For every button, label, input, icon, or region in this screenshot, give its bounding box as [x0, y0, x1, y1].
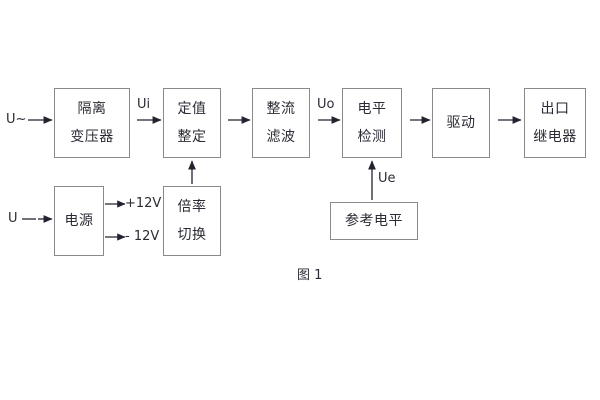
- block-line: 切换: [177, 227, 207, 243]
- block-setpoint-adjust: 定值 整定: [163, 88, 221, 158]
- label-ui: Ui: [137, 97, 151, 112]
- block-line: 电平: [357, 101, 387, 117]
- block-line: 滤波: [266, 129, 296, 145]
- figure-caption: 图 1: [297, 268, 323, 283]
- label-uo: Uo: [317, 97, 335, 112]
- block-line: 倍率: [177, 199, 207, 215]
- block-line: 参考电平: [345, 213, 403, 229]
- block-line: 出口: [540, 101, 570, 117]
- block-line: 变压器: [70, 129, 114, 145]
- block-isolation-transformer: 隔离 变压器: [54, 88, 130, 158]
- label-dc-input: U: [8, 211, 18, 226]
- block-line: 电源: [64, 213, 94, 229]
- block-line: 检测: [357, 129, 387, 145]
- block-driver: 驱动: [432, 88, 490, 158]
- block-line: 定值: [177, 101, 207, 117]
- label-minus-12v: - 12V: [125, 229, 160, 244]
- block-line: 整定: [177, 129, 207, 145]
- block-reference-level: 参考电平: [330, 202, 418, 240]
- block-line: 驱动: [446, 115, 476, 131]
- block-power-supply: 电源: [54, 186, 104, 256]
- block-multiplier-switch: 倍率 切换: [163, 186, 221, 256]
- block-line: 隔离: [77, 101, 107, 117]
- label-ue: Ue: [378, 171, 396, 186]
- block-line: 继电器: [533, 129, 577, 145]
- block-line: 整流: [266, 101, 296, 117]
- block-output-relay: 出口 继电器: [524, 88, 586, 158]
- block-level-detect: 电平 检测: [342, 88, 402, 158]
- label-plus-12v: +12V: [125, 196, 162, 211]
- block-rectify-filter: 整流 滤波: [252, 88, 310, 158]
- label-ac-input: U~: [6, 112, 27, 127]
